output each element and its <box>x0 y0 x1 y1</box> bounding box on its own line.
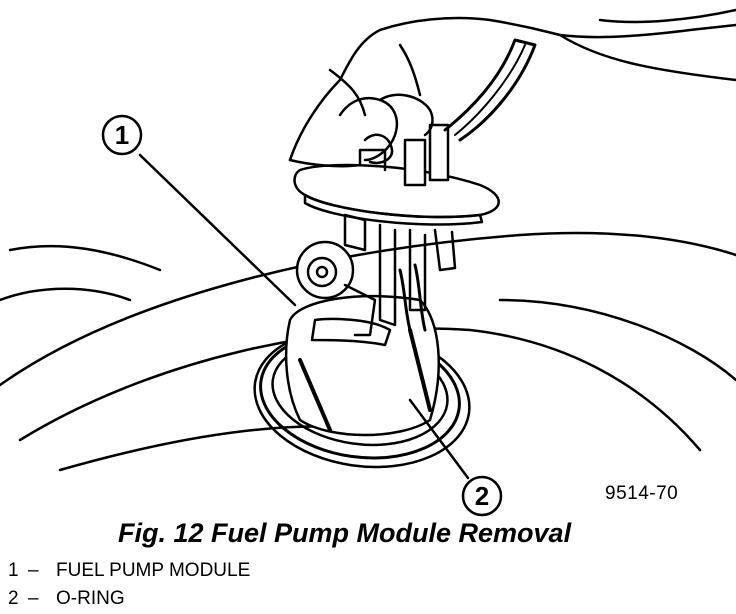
callout-2-circle <box>461 475 503 517</box>
sleeve-line <box>598 8 736 24</box>
tank-surface-line <box>498 298 736 382</box>
wire-bundle <box>413 263 427 332</box>
level-sender-center <box>315 265 329 279</box>
pump-reservoir-shade <box>298 358 332 432</box>
level-sender <box>295 240 355 300</box>
module-stem <box>433 228 457 272</box>
legend-number: 2 <box>8 588 19 609</box>
wiring-harness <box>443 38 537 142</box>
wiring-harness <box>454 44 526 136</box>
tank-edge-line <box>0 287 132 302</box>
callout-2-leader <box>408 398 470 480</box>
figure-code: 9514-70 <box>605 483 679 504</box>
sleeve-line <box>558 33 736 82</box>
legend-label: FUEL PUMP MODULE <box>56 560 251 581</box>
module-stem <box>408 228 427 312</box>
legend: 1–FUEL PUMP MODULE 2–O-RING <box>8 557 250 613</box>
callout-2-number: 2 <box>475 481 489 511</box>
module-flange <box>293 163 500 219</box>
module-stem <box>343 213 367 252</box>
hand-finger <box>378 93 434 137</box>
hand-outline <box>288 158 362 168</box>
wire-bundle <box>398 268 412 332</box>
pump-slot <box>310 317 392 347</box>
figure-caption: Fig. 12 Fuel Pump Module Removal <box>118 518 572 548</box>
tank-surface-line <box>18 327 702 452</box>
legend-item-fuel-pump-module: 1–FUEL PUMP MODULE <box>8 557 250 585</box>
pump-reservoir <box>284 294 440 437</box>
legend-dash: – <box>28 560 39 581</box>
level-sender-hub <box>306 256 338 288</box>
tank-edge-line <box>8 244 162 272</box>
callout-2: 2 <box>461 475 503 517</box>
module-flange-edge <box>303 193 484 226</box>
tank-surface-line <box>0 231 736 387</box>
hand-finger <box>363 133 394 165</box>
callout-1-number: 1 <box>115 120 129 150</box>
flange-connector <box>428 123 450 182</box>
callout-1-circle <box>101 114 143 156</box>
callout-1-leader <box>138 153 297 307</box>
legend-item-o-ring: 2–O-RING <box>8 585 250 613</box>
legend-number: 1 <box>8 560 19 581</box>
hand-outline <box>288 16 736 162</box>
hand-knuckle <box>398 43 422 97</box>
sender-arm <box>343 283 377 337</box>
module-stem <box>378 223 397 327</box>
pump-reservoir-shade <box>408 328 432 412</box>
flange-connector <box>403 138 427 187</box>
legend-dash: – <box>28 588 39 609</box>
hand-knuckle <box>328 68 367 117</box>
legend-label: O-RING <box>56 588 125 609</box>
callout-1: 1 <box>101 114 143 156</box>
fuel-pump-illustration: 1 2 <box>0 8 736 517</box>
